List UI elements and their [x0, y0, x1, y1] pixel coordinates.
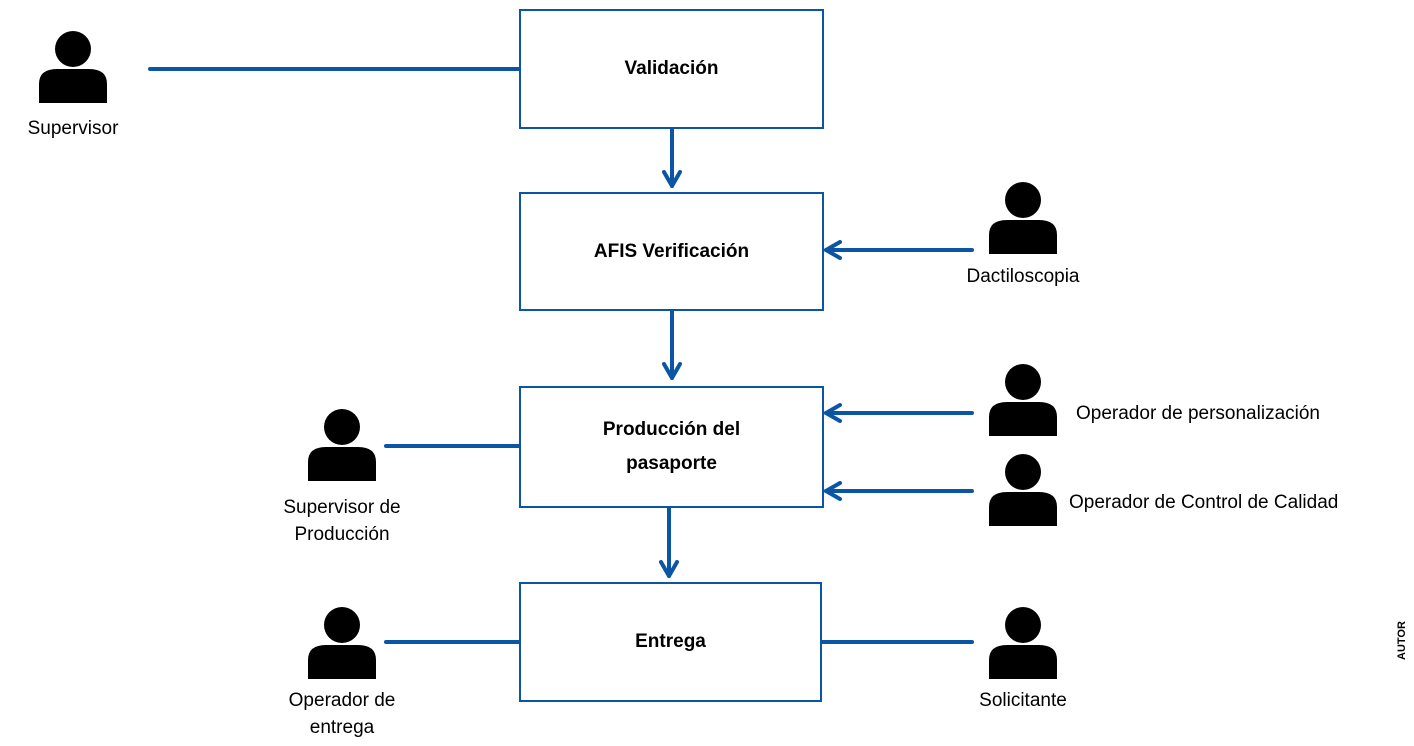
- box-produccion-pasaporte: Producción del pasaporte: [519, 386, 824, 508]
- actor-label-dactiloscopia: Dactiloscopia: [966, 266, 1080, 287]
- box-validacion: Validación: [519, 9, 824, 129]
- box-entrega-label: Entrega: [635, 631, 706, 652]
- box-entrega: Entrega: [519, 582, 822, 702]
- actor-label-supervisor: Supervisor: [27, 118, 119, 139]
- person-icon: [308, 409, 376, 481]
- box-afis-verificacion: AFIS Verificación: [519, 192, 824, 311]
- actor-label-operador-control-calidad: Operador de Control de Calidad: [1069, 492, 1339, 513]
- person-icon: [308, 607, 376, 679]
- box-validacion-label: Validación: [624, 58, 719, 79]
- person-icon: [989, 182, 1057, 254]
- actor-label-solicitante: Solicitante: [979, 690, 1067, 711]
- person-icon: [989, 454, 1057, 526]
- side-watermark-text: AUTOR: [1396, 621, 1408, 660]
- person-icon: [39, 31, 107, 103]
- box-produccion-label: Producción del pasaporte: [602, 419, 741, 474]
- person-icon: [989, 607, 1057, 679]
- box-afis-label: AFIS Verificación: [593, 240, 750, 262]
- actor-label-supervisor-produccion: Supervisor de Producción: [283, 497, 401, 545]
- actor-label-operador-personalizacion: Operador de personalización: [1076, 403, 1320, 424]
- person-icon: [989, 364, 1057, 436]
- actor-label-operador-entrega: Operador de entrega: [288, 690, 396, 738]
